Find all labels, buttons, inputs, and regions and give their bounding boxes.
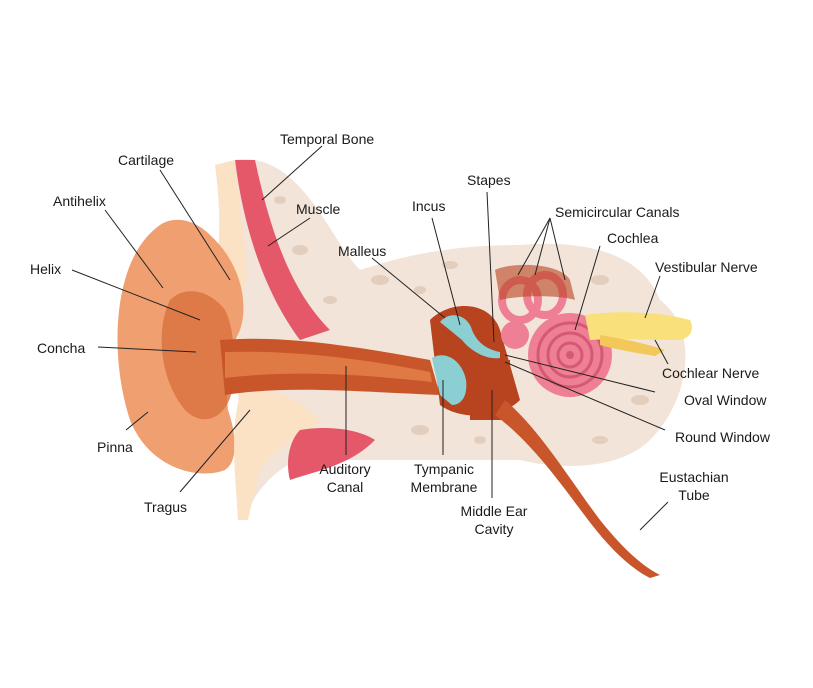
label-auditory-canal-line1: Auditory xyxy=(319,461,371,477)
label-cartilage: Cartilage xyxy=(118,152,175,168)
label-middle-ear-cavity-line2: Cavity xyxy=(474,521,514,537)
muscle-shape xyxy=(235,160,330,340)
label-pinna: Pinna xyxy=(97,439,133,455)
label-temporal-bone: Temporal Bone xyxy=(280,131,375,147)
label-vestibular-nerve: Vestibular Nerve xyxy=(655,259,758,275)
label-round-window: Round Window xyxy=(675,429,770,445)
tragus-shape xyxy=(234,391,320,520)
label-middle-ear-cavity-line1: Middle Ear xyxy=(460,503,528,519)
tympanic-membrane-shape xyxy=(432,355,467,405)
label-stapes: Stapes xyxy=(467,172,511,188)
label-tympanic-membrane: Tympanic Membrane xyxy=(406,460,482,496)
ossicles-shape xyxy=(440,315,500,359)
label-antihelix: Antihelix xyxy=(53,193,106,209)
label-eustachian-tube-line1: Eustachian xyxy=(659,469,729,485)
label-incus: Incus xyxy=(412,198,446,214)
label-tympanic-membrane-line2: Membrane xyxy=(410,479,478,495)
label-semicircular-canals: Semicircular Canals xyxy=(555,204,680,220)
label-malleus: Malleus xyxy=(338,243,387,259)
leader-lines xyxy=(71,145,669,531)
label-helix: Helix xyxy=(30,261,62,277)
label-eustachian-tube: Eustachian Tube xyxy=(656,468,732,504)
label-auditory-canal: Auditory Canal xyxy=(310,460,380,496)
eustachian-tube-shape xyxy=(495,400,660,578)
label-tragus: Tragus xyxy=(144,499,188,515)
label-cochlea: Cochlea xyxy=(607,230,659,246)
label-eustachian-tube-line2: Tube xyxy=(678,487,710,503)
concha-shape xyxy=(161,291,234,420)
label-auditory-canal-line2: Canal xyxy=(326,479,364,495)
label-cochlear-nerve: Cochlear Nerve xyxy=(662,365,760,381)
vestibular-nerve-shape xyxy=(585,312,692,340)
label-oval-window: Oval Window xyxy=(684,392,767,408)
label-tympanic-membrane-line1: Tympanic xyxy=(414,461,474,477)
label-muscle: Muscle xyxy=(296,201,341,217)
label-middle-ear-cavity: Middle Ear Cavity xyxy=(456,502,532,538)
label-concha: Concha xyxy=(37,340,86,356)
